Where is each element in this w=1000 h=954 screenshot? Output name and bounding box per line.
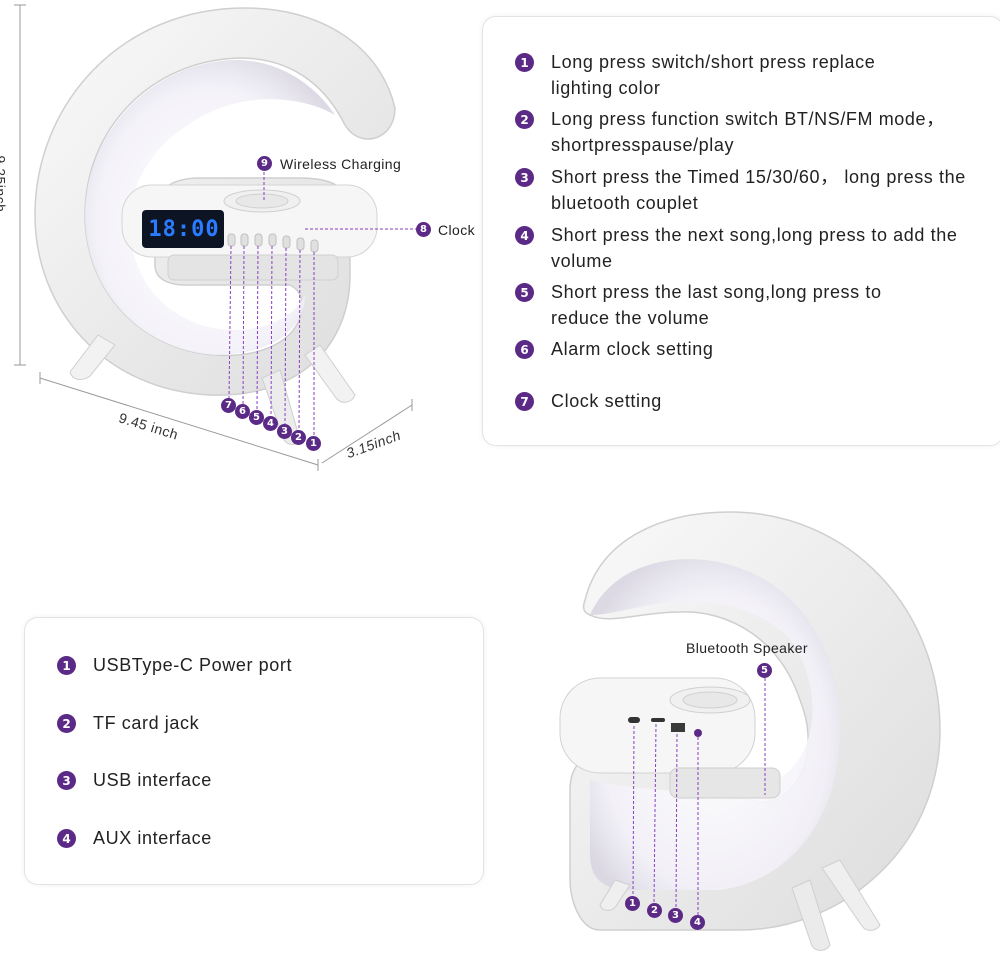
feature-number-badge: 5 <box>515 283 534 302</box>
feature-item: 5 Short press the last song,long press t… <box>515 279 985 331</box>
port-number-2: 2 <box>647 903 662 918</box>
port-number-4: 4 <box>690 915 705 930</box>
port-number-badge: 3 <box>57 771 76 790</box>
feature-number-badge: 4 <box>515 226 534 245</box>
feature-item: 2 Long press function switch BT/NS/FM mo… <box>515 106 985 158</box>
feature-number-badge: 2 <box>515 110 534 129</box>
button-number-7: 7 <box>221 398 236 413</box>
feature-text: Alarm clock setting <box>551 339 714 359</box>
button-number-6: 6 <box>235 404 250 419</box>
feature-item: 4 Short press the next song,long press t… <box>515 222 985 274</box>
clock-display: 18:00 <box>148 217 220 242</box>
ports-panel: 1 USBType-C Power port 2 TF card jack 3 … <box>24 617 484 885</box>
button-number-1: 1 <box>306 436 321 451</box>
button-number-2: 2 <box>291 430 306 445</box>
button-functions-panel: 1 Long press switch/short press replace … <box>482 16 1000 446</box>
feature-number-badge: 6 <box>515 340 534 359</box>
port-number-badge: 2 <box>57 714 76 733</box>
port-text: AUX interface <box>93 828 212 848</box>
port-number-badge: 1 <box>57 656 76 675</box>
back-callout-lines <box>632 678 766 915</box>
button-number-5: 5 <box>249 410 264 425</box>
dimension-lines <box>14 4 413 471</box>
feature-item: 1 Long press switch/short press replace … <box>515 49 935 101</box>
port-number-1: 1 <box>625 896 640 911</box>
feature-number-badge: 7 <box>515 392 534 411</box>
feature-item: 7 Clock setting <box>515 388 985 414</box>
feature-text: Short press the last song,long press to … <box>551 282 882 328</box>
port-text: USB interface <box>93 770 212 790</box>
port-item: 4 AUX interface <box>57 825 212 851</box>
button-number-3: 3 <box>277 424 292 439</box>
feature-text: Long press function switch BT/NS/FM mode… <box>551 109 945 155</box>
port-number-badge: 4 <box>57 829 76 848</box>
port-text: TF card jack <box>93 713 200 733</box>
callout-number-8: 8 <box>416 222 431 237</box>
clock-label: Clock <box>438 222 476 238</box>
wireless-charging-label: Wireless Charging <box>280 156 402 172</box>
back-lamp <box>559 511 941 951</box>
feature-number-badge: 1 <box>515 53 534 72</box>
button-number-4: 4 <box>263 416 278 431</box>
port-item: 1 USBType-C Power port <box>57 652 292 678</box>
callout-lines <box>228 172 418 436</box>
port-number-3: 3 <box>668 908 683 923</box>
feature-text: Short press the next song,long press to … <box>551 225 958 271</box>
feature-text: Long press switch/short press replace li… <box>551 52 876 98</box>
port-item: 3 USB interface <box>57 767 212 793</box>
feature-text: Clock setting <box>551 391 662 411</box>
callout-number-9: 9 <box>257 156 272 171</box>
feature-item: 6 Alarm clock setting <box>515 336 985 362</box>
feature-number-badge: 3 <box>515 168 534 187</box>
port-item: 2 TF card jack <box>57 710 199 736</box>
front-lamp <box>34 7 396 445</box>
bluetooth-speaker-label: Bluetooth Speaker <box>686 640 808 656</box>
feature-text: Short press the Timed 15/30/60， long pre… <box>551 167 966 213</box>
callout-number-5-back: 5 <box>757 663 772 678</box>
port-text: USBType-C Power port <box>93 655 293 675</box>
feature-item: 3 Short press the Timed 15/30/60， long p… <box>515 164 985 216</box>
height-dimension-label: 9.25inch <box>0 155 9 213</box>
